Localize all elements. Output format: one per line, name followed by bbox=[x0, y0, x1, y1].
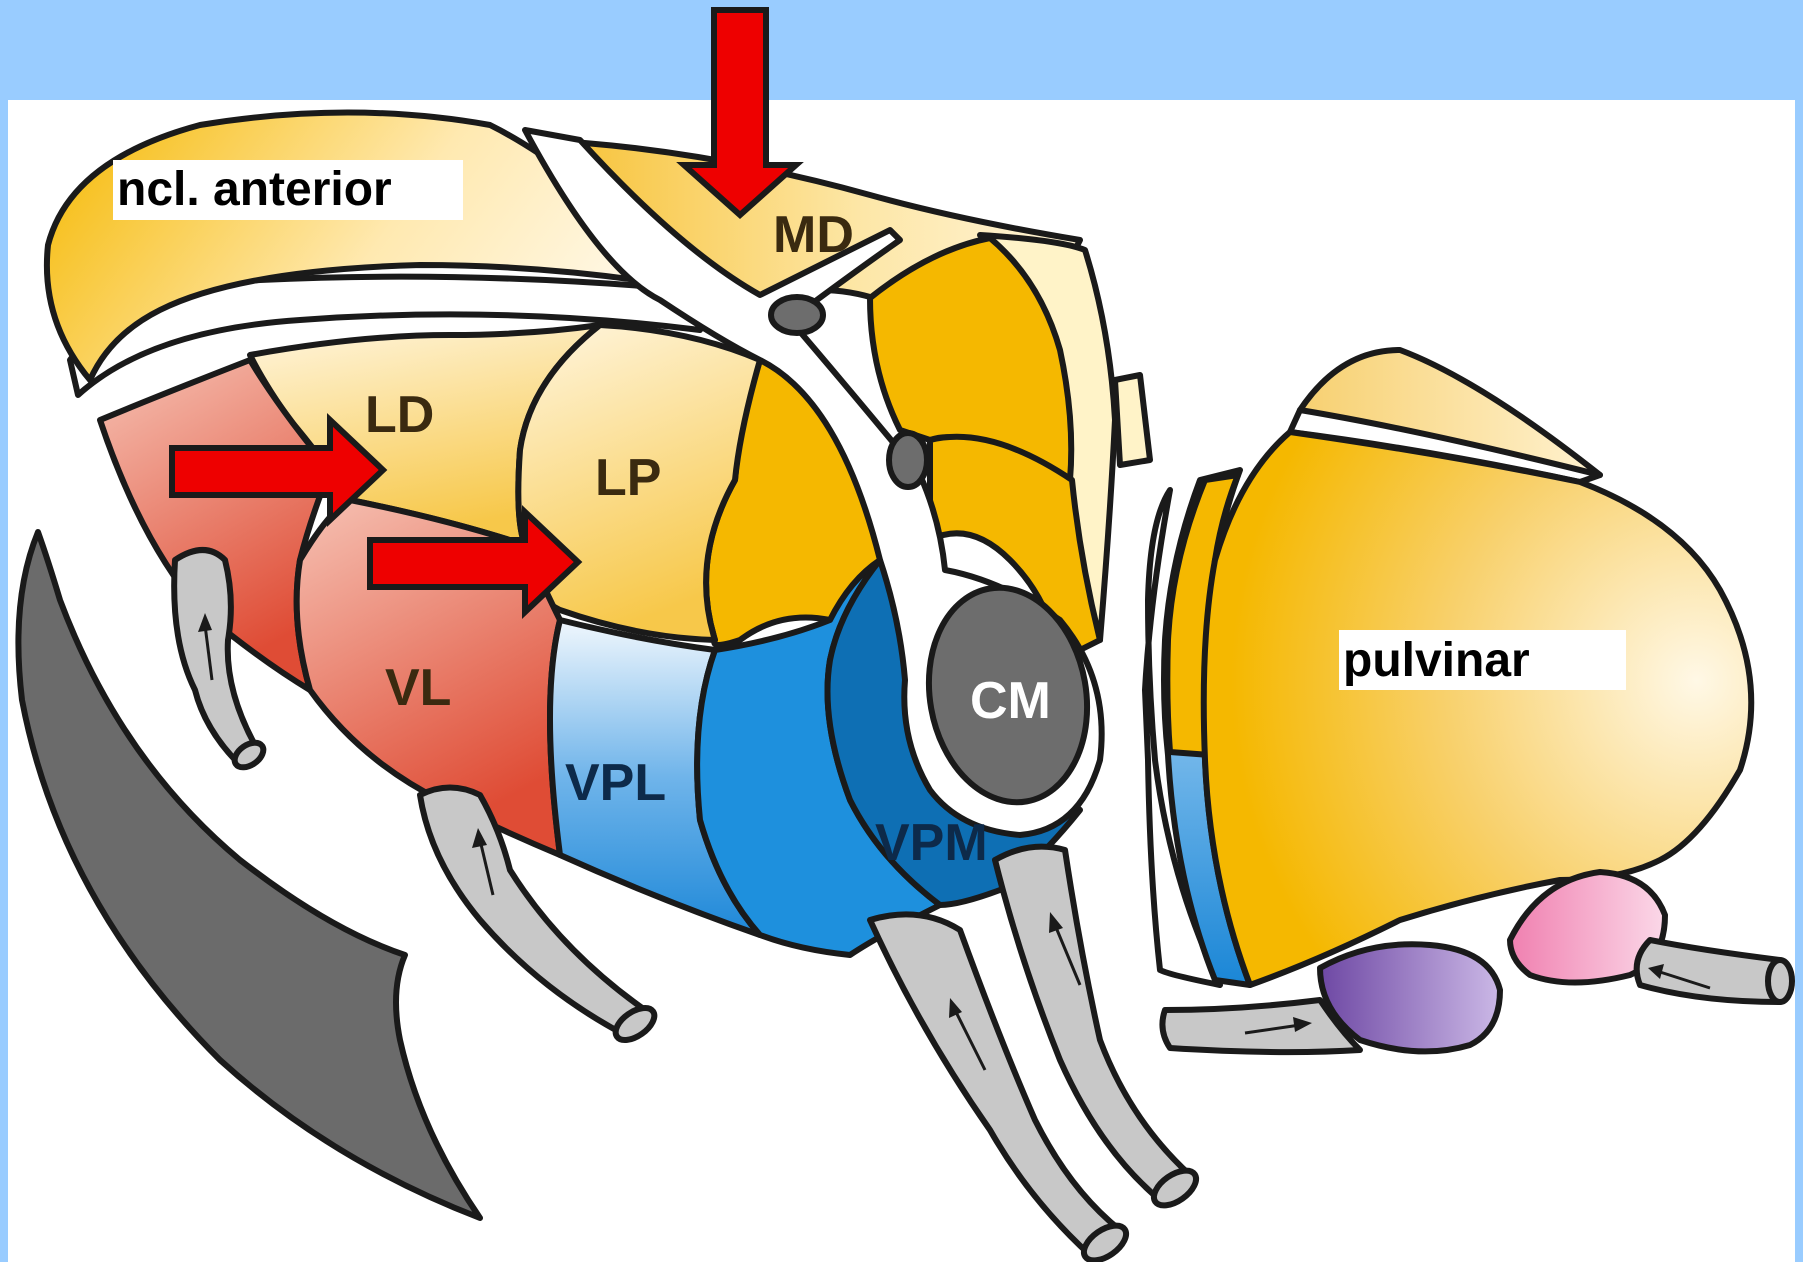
label-ncl-anterior: ncl. anterior bbox=[113, 160, 463, 220]
label-cm: CM bbox=[970, 672, 1051, 730]
label-pulvinar: pulvinar bbox=[1339, 630, 1626, 690]
label-md: MD bbox=[773, 206, 854, 264]
label-lp: LP bbox=[595, 449, 661, 507]
lamina-nucleus-oval-2 bbox=[889, 433, 927, 487]
tract-6-end bbox=[1768, 960, 1792, 1002]
label-ld: LD bbox=[365, 386, 434, 444]
label-vpm: VPM bbox=[875, 814, 988, 872]
label-vl: VL bbox=[385, 659, 451, 717]
lamina-nucleus-oval-1 bbox=[771, 297, 823, 333]
label-vpl: VPL bbox=[565, 754, 666, 812]
